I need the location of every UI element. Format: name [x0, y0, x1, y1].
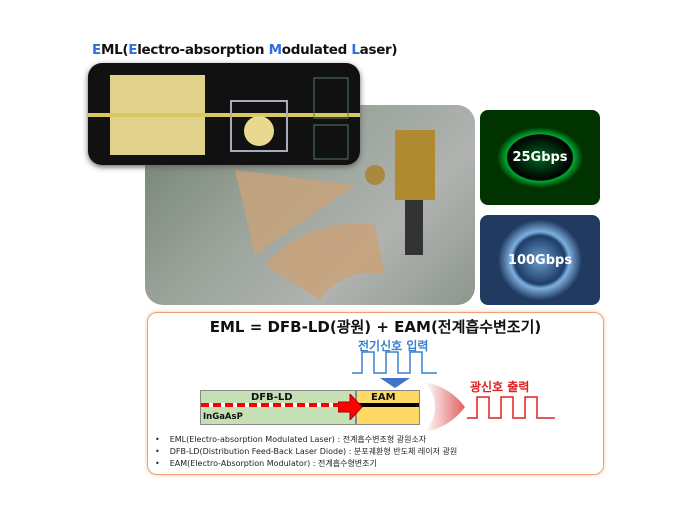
title-part: odulated [281, 42, 352, 58]
definition-item: EML(Electro-absorption Modulated Laser) … [155, 434, 457, 446]
title-part: L [351, 42, 360, 58]
input-square-wave [352, 351, 437, 388]
output-arrow-icon [425, 382, 465, 432]
red-arrow-icon [338, 394, 363, 420]
title-part: M [268, 42, 282, 58]
output-signal-label: 광신호 출력 [470, 380, 530, 394]
material-label: InGaAsP [203, 412, 243, 422]
title-part: ML( [100, 42, 129, 58]
definition-item: DFB-LD(Distribution Feed-Back Laser Diod… [155, 446, 458, 458]
dfb-label: DFB-LD [251, 392, 293, 403]
title-part: lectro-absorption [137, 42, 269, 58]
eye-label: 25Gbps [512, 150, 568, 165]
eml-title: EML(Electro-absorption Modulated Laser) [92, 42, 398, 58]
eam-label: EAM [371, 392, 396, 403]
output-square-wave [467, 396, 555, 419]
eye-diagram-25g: 25Gbps [480, 110, 600, 205]
definitions-list: EML(Electro-absorption Modulated Laser) … [155, 434, 458, 470]
eye-diagram-100g: 100Gbps [480, 215, 600, 305]
down-arrow-icon [380, 378, 410, 388]
dfb-ld-block: DFB-LD InGaAsP [200, 390, 356, 425]
input-signal-label: 전기신호 입력 [358, 339, 429, 353]
chip-illustration [88, 75, 360, 160]
eml-structure-box [147, 312, 604, 475]
eml-chip-photo [88, 63, 360, 165]
title-part: E [128, 42, 138, 58]
eml-equation: EML = DFB-LD(광원) + EAM(전계흡수변조기) [209, 318, 542, 336]
waveguide [357, 403, 419, 407]
eam-block: EAM [356, 390, 420, 425]
grating [201, 403, 351, 407]
definition-item: EAM(Electro-Absorption Modulator) : 전계흡수… [155, 458, 457, 470]
device-illustration [235, 130, 435, 300]
eye-label: 100Gbps [507, 252, 573, 268]
title-part: E [92, 42, 101, 58]
title-part: aser) [359, 42, 398, 58]
